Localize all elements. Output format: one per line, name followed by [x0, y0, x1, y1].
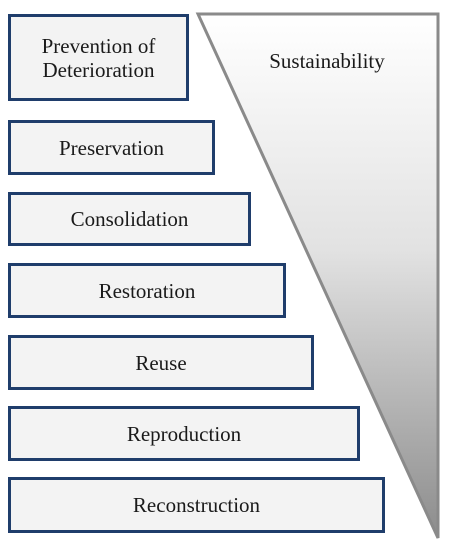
wedge-shape	[195, 12, 440, 539]
level-reproduction: Reproduction	[8, 406, 360, 461]
level-restoration: Restoration	[8, 263, 286, 318]
wedge-label: Sustainability	[269, 49, 385, 73]
level-preservation: Preservation	[8, 120, 215, 175]
level-reuse: Reuse	[8, 335, 314, 390]
level-consolidation: Consolidation	[8, 192, 251, 246]
level-reconstruction: Reconstruction	[8, 477, 385, 533]
level-prevention-of-deterioration: Prevention of Deterioration	[8, 14, 189, 101]
